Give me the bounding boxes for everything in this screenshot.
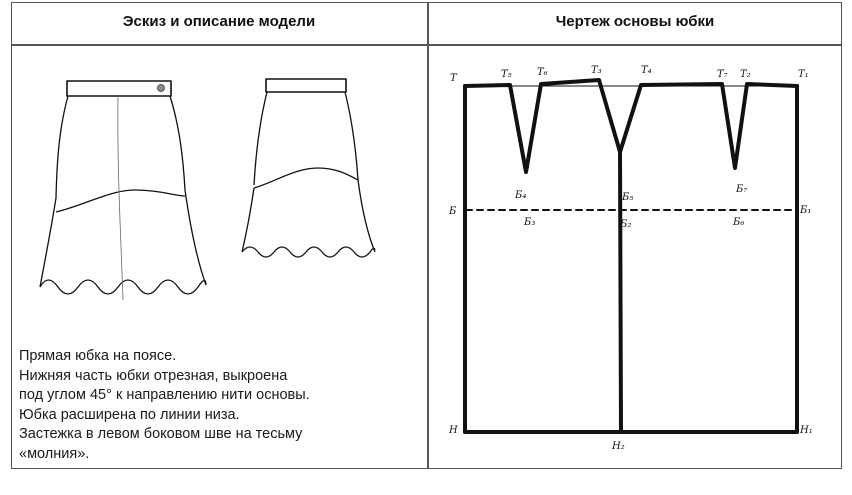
model-description: Прямая юбка на поясе. Нижняя часть юбки … — [19, 347, 419, 464]
label-H2: Н₂ — [611, 441, 625, 452]
description-line: Прямая юбка на поясе. — [19, 348, 177, 364]
description-line: под углом 45° к направлению нити основы. — [19, 387, 310, 403]
label-T: Т — [450, 73, 458, 84]
description-line: «молния». — [19, 445, 90, 462]
left-column-header: Эскиз и описание модели — [122, 13, 316, 30]
label-B3: Б₃ — [523, 217, 535, 228]
skirt-back-sketch — [241, 78, 376, 258]
label-B7: Б₇ — [735, 184, 747, 195]
label-T1: Т₁ — [798, 69, 809, 80]
skirt-front-sketch — [39, 80, 207, 301]
label-B2: Б₂ — [619, 219, 631, 230]
label-B: Б — [448, 206, 457, 217]
label-T5: Т₅ — [501, 69, 512, 80]
right-column-header: Чертеж основы юбки — [555, 13, 715, 30]
label-H: Н — [448, 425, 458, 436]
button-icon — [157, 84, 165, 92]
label-T2: Т₂ — [740, 69, 751, 80]
table-frame — [11, 2, 842, 469]
waist-contour — [463, 78, 799, 174]
header-divider — [11, 44, 842, 46]
label-B1: Б₁ — [799, 205, 811, 216]
center-seam — [618, 150, 623, 434]
description-line: Застежка в левом боковом шве на тесьму — [19, 426, 303, 442]
description-line: Юбка расширена по линии низа. — [19, 406, 240, 423]
label-H1: Н₁ — [799, 425, 813, 436]
label-B5: Б₅ — [621, 192, 633, 203]
description-line: Нижняя часть юбки отрезная, выкроена — [19, 367, 288, 384]
label-T7: Т₇ — [717, 69, 728, 80]
label-T4: Т₄ — [641, 65, 652, 76]
column-divider — [427, 2, 429, 469]
label-B6: Б₆ — [732, 217, 744, 228]
label-T3: Т₃ — [591, 65, 602, 76]
label-B4: Б₄ — [514, 190, 526, 201]
label-T6: Т₆ — [537, 67, 548, 78]
